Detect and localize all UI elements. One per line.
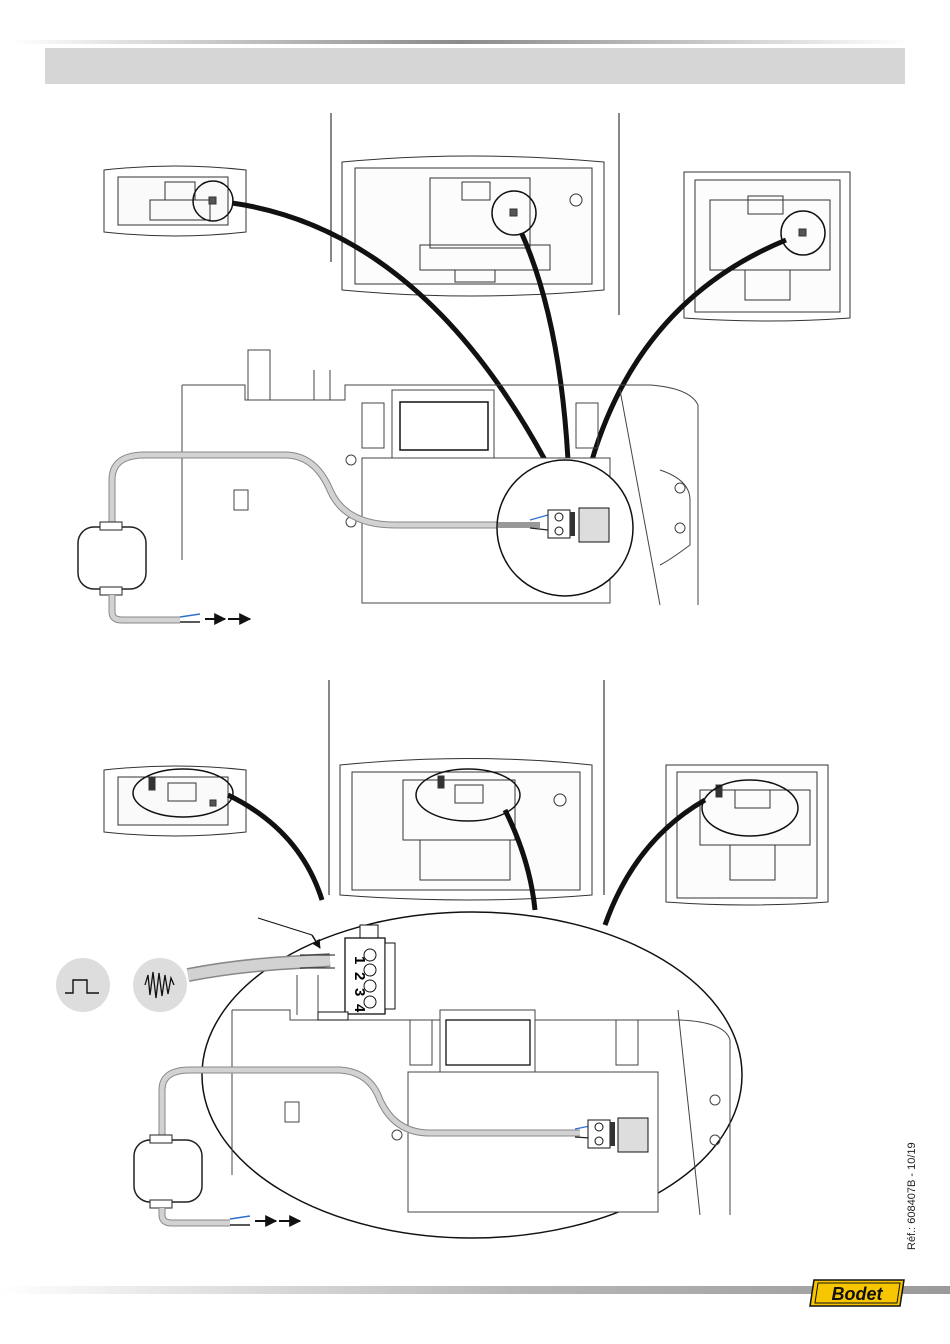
clock-small-bottom	[104, 766, 246, 836]
power-supply-bottom	[134, 1135, 202, 1208]
brand-name: Bodet	[832, 1284, 884, 1304]
noise-wave-icon	[133, 958, 187, 1012]
terminal-3: 3	[351, 988, 368, 996]
square-wave-icon	[56, 958, 110, 1012]
terminal-1: 1	[351, 956, 368, 964]
clock-medium-bottom	[340, 759, 592, 901]
clock-square-bottom	[666, 765, 828, 905]
document-reference: Réf.: 608407B - 10/19	[906, 1142, 918, 1250]
terminal-2: 2	[351, 972, 368, 980]
bodet-logo: Bodet	[808, 1278, 906, 1308]
clock-small-top	[104, 166, 246, 236]
power-supply-top	[78, 522, 146, 595]
clock-medium-top	[342, 156, 604, 296]
terminal-4: 4	[351, 1004, 368, 1013]
zoom-circle-top	[497, 460, 633, 596]
connector-bottom	[588, 1118, 648, 1152]
